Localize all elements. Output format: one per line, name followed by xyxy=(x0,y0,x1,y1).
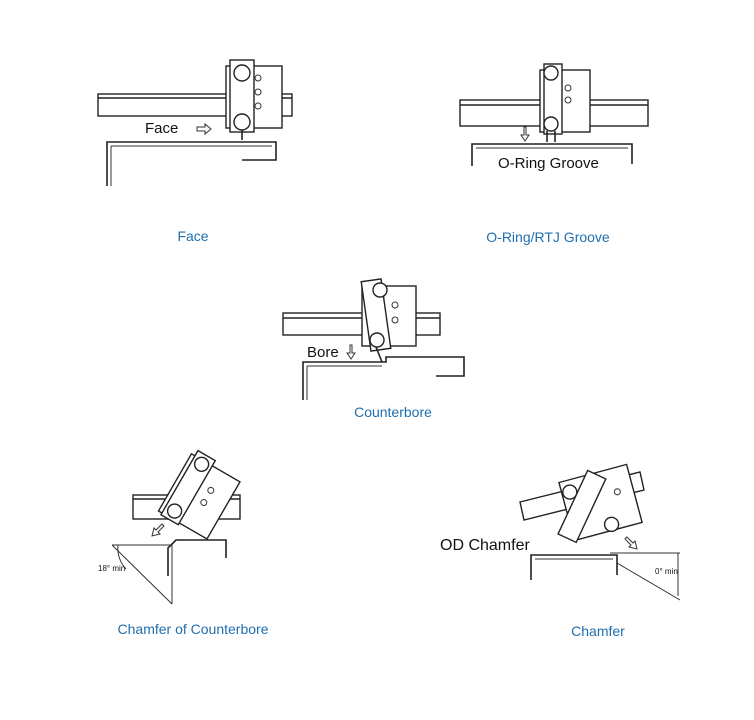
oring-workpiece xyxy=(471,143,633,166)
counterbore-diagram: Bore xyxy=(282,278,465,400)
ccb-workpiece xyxy=(167,539,227,576)
ccb-wheel-bottom xyxy=(166,503,183,519)
oring-caption: O-Ring/RTJ Groove xyxy=(486,229,610,245)
ccb-wheel-top xyxy=(193,456,210,472)
face-caption: Face xyxy=(177,228,208,244)
face-wheel-bottom xyxy=(233,113,251,131)
chamfer-counterbore-diagram: 18° min xyxy=(98,449,241,605)
arrow-down-icon xyxy=(520,126,530,142)
chamfer-diagram: OD Chamfer 0° min xyxy=(440,463,681,601)
arrow-diagonal-icon xyxy=(151,523,165,537)
oring-tool-arm xyxy=(543,63,563,135)
oring-diagram: O-Ring Groove xyxy=(459,63,649,172)
ccb-caption: Chamfer of Counterbore xyxy=(118,621,269,637)
counterbore-caption: Counterbore xyxy=(354,404,432,420)
oring-wheel-bottom xyxy=(543,116,559,132)
face-diagram: Face xyxy=(97,59,293,186)
chamfer-tool-arm xyxy=(557,469,607,544)
counterbore-workpiece xyxy=(302,356,465,400)
face-workpiece xyxy=(106,141,277,186)
chamfer-angle-label: 0° min xyxy=(655,567,678,576)
counterbore-tool-arm xyxy=(360,278,392,352)
chamfer-caption: Chamfer xyxy=(571,623,625,639)
chamfer-workpiece xyxy=(530,554,618,580)
arrow-right-icon xyxy=(196,122,212,136)
oring-inner-label: O-Ring Groove xyxy=(498,155,599,172)
ccb-angle-label: 18° min xyxy=(98,564,125,573)
counterbore-wheel-top xyxy=(372,282,388,298)
counterbore-inner-label: Bore xyxy=(307,344,339,361)
chamfer-inner-label: OD Chamfer xyxy=(440,537,530,554)
face-wheel-top xyxy=(233,64,251,82)
chamfer-wheel-top xyxy=(562,484,578,500)
oring-wheel-top xyxy=(543,65,559,81)
face-inner-label: Face xyxy=(145,120,178,137)
arrow-down-icon xyxy=(346,344,356,360)
arrow-diagonal-icon xyxy=(624,536,638,550)
chamfer-wheel-bottom xyxy=(603,516,620,533)
counterbore-wheel-bottom xyxy=(369,332,385,348)
